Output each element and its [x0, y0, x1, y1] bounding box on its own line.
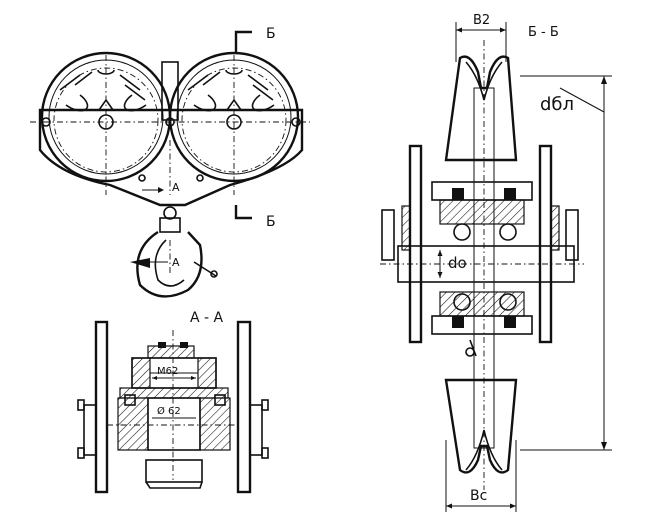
section-label-a-upper: А — [172, 181, 180, 194]
label-d-o: dо — [448, 254, 467, 272]
label-d-bl: dбл — [540, 94, 574, 115]
section-label-b-bottom: Б — [266, 214, 276, 230]
label-diameter-62: Ø 62 — [157, 405, 181, 417]
section-bb-view — [380, 22, 612, 512]
section-label-b-top: Б — [266, 26, 276, 42]
label-bc: Вс — [470, 488, 487, 504]
view-bb-title: Б - Б — [528, 25, 559, 40]
label-m62: М62 — [157, 366, 178, 377]
section-label-a-lower: А — [172, 256, 180, 269]
front-view-trolley — [30, 30, 310, 298]
label-b2: В2 — [473, 13, 490, 28]
section-aa-view — [77, 320, 269, 494]
view-aa-title: А - А — [190, 310, 224, 326]
